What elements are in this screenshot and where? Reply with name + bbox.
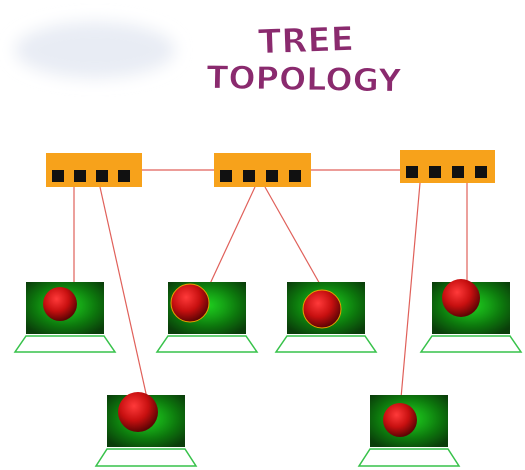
status-ball [170, 283, 210, 323]
diagram-title: TREE TOPOLOGY [206, 19, 404, 101]
link-hub-center-pc-3 [208, 186, 256, 287]
link-hub-left-pc-2 [99, 186, 148, 399]
computer-pc-6 [357, 395, 461, 467]
title-line-2: TOPOLOGY [206, 58, 402, 99]
computer-pc-3 [155, 282, 259, 353]
computer-keyboard [357, 448, 461, 467]
computer-keyboard [13, 335, 117, 353]
hub-port [452, 166, 464, 178]
hub-port [475, 166, 487, 178]
status-ball [43, 287, 77, 321]
hub-port [429, 166, 441, 178]
title-cloud-decoration [15, 22, 175, 78]
hub-port [266, 170, 278, 182]
status-ball [383, 403, 417, 437]
hub-left [46, 153, 142, 187]
computer-pc-2 [94, 392, 198, 467]
hub-port [96, 170, 108, 182]
hub-port [289, 170, 301, 182]
link-hub-right-pc-6 [400, 182, 421, 399]
title-line-1: TREE [257, 19, 354, 62]
hub-port [243, 170, 255, 182]
hub-port [220, 170, 232, 182]
link-hub-center-pc-4 [264, 186, 322, 287]
hub-center [214, 153, 311, 187]
status-ball [442, 279, 480, 317]
status-ball [302, 289, 342, 329]
hub-port [74, 170, 86, 182]
network-links [73, 169, 468, 399]
computer-keyboard [274, 335, 378, 353]
computer-keyboard [94, 448, 198, 467]
hub-port [118, 170, 130, 182]
computer-keyboard [419, 335, 523, 353]
hub-port [406, 166, 418, 178]
hub-port [52, 170, 64, 182]
hub-right [400, 150, 495, 183]
computer-pc-5 [419, 279, 523, 353]
computer-pc-1 [13, 282, 117, 353]
computer-pc-4 [274, 282, 378, 353]
status-ball [118, 392, 158, 432]
computer-keyboard [155, 335, 259, 353]
